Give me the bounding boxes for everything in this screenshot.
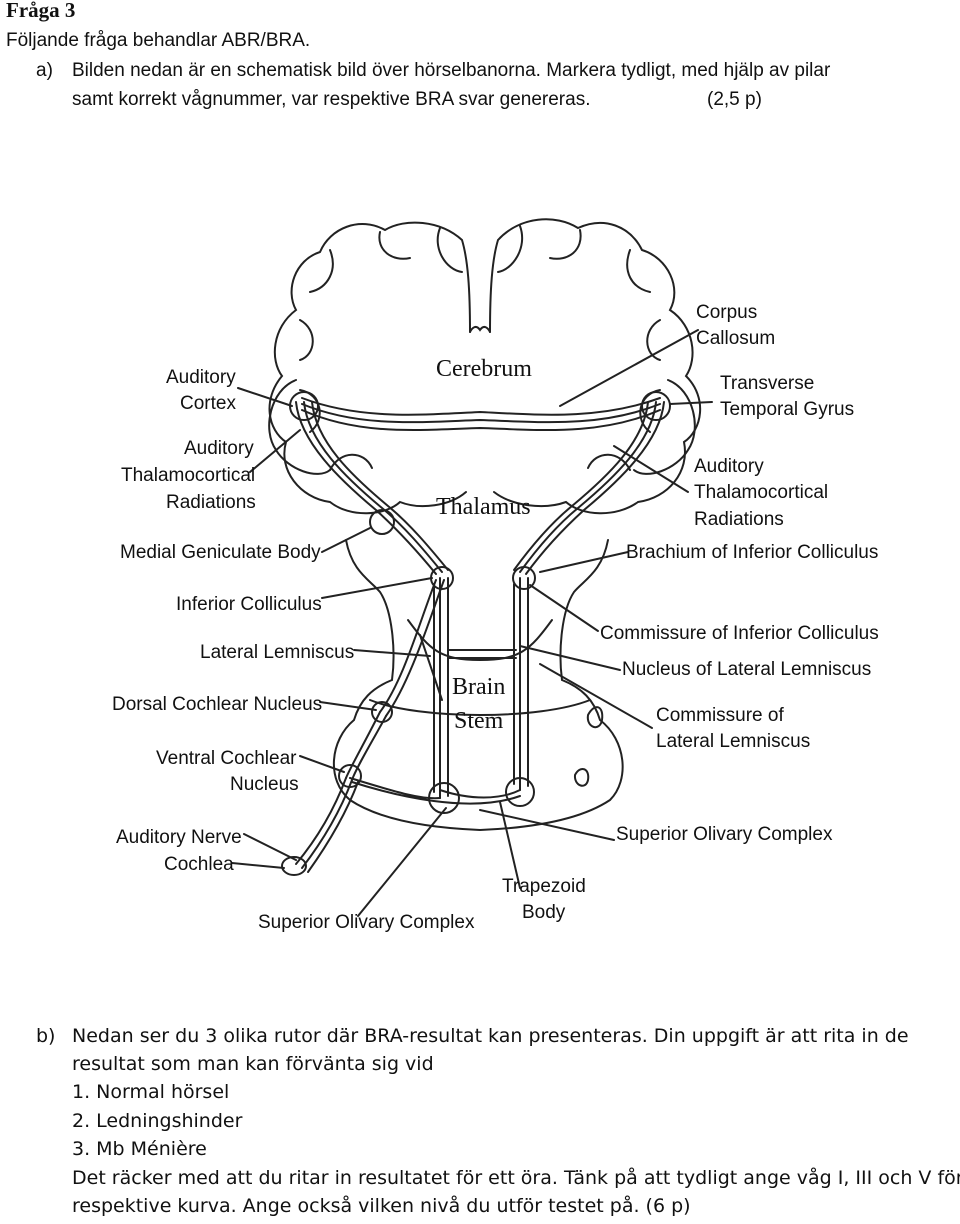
trapezoid-body-label-1: Trapezoid (502, 876, 586, 897)
auditory-pathway-diagram: Cerebrum Thalamus Brain Stem Auditory Co… (112, 218, 879, 933)
intro-text: Följande fråga behandlar ABR/BRA. (6, 30, 311, 51)
bottom-superior-olivary-label: Superior Olivary Complex (258, 912, 475, 933)
ventral-cochlear-label-1: Ventral Cochlear (156, 748, 297, 769)
auditory-cortex-label-1: Auditory (166, 367, 236, 388)
question-a-line-1: Bilden nedan är en schematisk bild över … (72, 60, 831, 81)
list-item: 1. Normal hörsel (72, 1081, 230, 1103)
corpus-callosum-label-2: Callosum (696, 328, 775, 349)
right-thalamocortical-label-3: Radiations (694, 509, 784, 530)
brachium-label: Brachium of Inferior Colliculus (626, 542, 878, 563)
question-a-label: a) (36, 60, 53, 81)
brain-label: Brain (452, 674, 505, 700)
cochlea-label: Cochlea (164, 854, 234, 875)
cerebrum-label: Cerebrum (436, 356, 532, 382)
stem-label: Stem (454, 708, 504, 734)
list-item: 2. Ledningshinder (72, 1110, 243, 1132)
nucleus-ll-label: Nucleus of Lateral Lemniscus (622, 659, 871, 680)
left-thalamocortical-label-2: Thalamocortical (121, 465, 255, 486)
list-item: 3. Mb Ménière (72, 1138, 207, 1160)
inferior-colliculus-label: Inferior Colliculus (176, 594, 322, 615)
lateral-lemniscus-label: Lateral Lemniscus (200, 642, 354, 663)
commissure-ll-label-2: Lateral Lemniscus (656, 731, 810, 752)
medial-geniculate-label: Medial Geniculate Body (120, 542, 321, 563)
question-a-line-2: samt korrekt vågnummer, var respektive B… (72, 89, 591, 110)
auditory-cortex-label-2: Cortex (180, 393, 236, 414)
right-superior-olivary-label: Superior Olivary Complex (616, 824, 833, 845)
corpus-callosum-label-1: Corpus (696, 302, 757, 323)
question-b-line-1: Nedan ser du 3 olika rutor där BRA-resul… (72, 1025, 909, 1047)
right-thalamocortical-label-1: Auditory (694, 456, 764, 477)
question-b-line-2: resultat som man kan förvänta sig vid (72, 1053, 434, 1075)
question-a-points: (2,5 p) (707, 89, 762, 110)
question-b-line-4: respektive kurva. Ange också vilken nivå… (72, 1195, 691, 1217)
auditory-nerve-label: Auditory Nerve (116, 827, 242, 848)
ventral-cochlear-label-2: Nucleus (230, 774, 299, 795)
question-b-label: b) (36, 1025, 56, 1047)
question-title: Fråga 3 (6, 0, 76, 22)
left-thalamocortical-label-1: Auditory (184, 438, 254, 459)
transverse-gyrus-label-1: Transverse (720, 373, 814, 394)
transverse-gyrus-label-2: Temporal Gyrus (720, 399, 854, 420)
question-b-line-3: Det räcker med att du ritar in resultate… (72, 1167, 960, 1189)
trapezoid-body-label-2: Body (522, 902, 566, 923)
dorsal-cochlear-label: Dorsal Cochlear Nucleus (112, 694, 322, 715)
left-thalamocortical-label-3: Radiations (166, 492, 256, 513)
thalamus-label: Thalamus (436, 494, 531, 520)
commissure-ll-label-1: Commissure of (656, 705, 784, 726)
commissure-ic-label: Commissure of Inferior Colliculus (600, 623, 879, 644)
right-thalamocortical-label-2: Thalamocortical (694, 482, 828, 503)
